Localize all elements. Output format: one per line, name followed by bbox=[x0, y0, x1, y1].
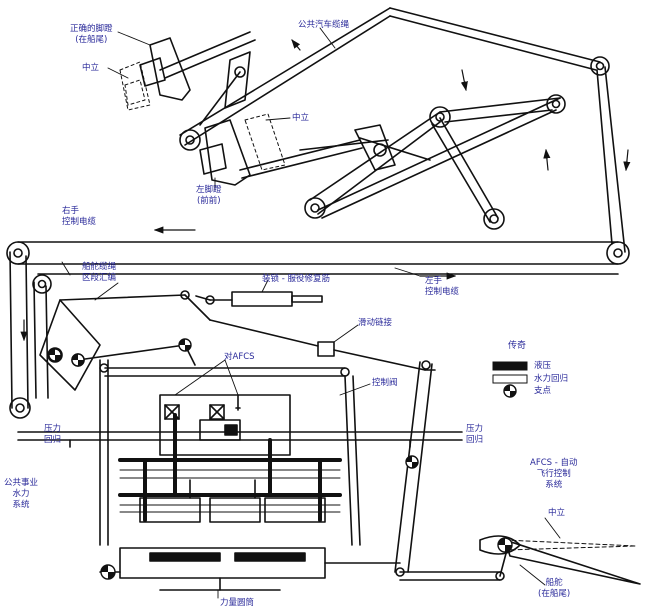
legend-hydraulic-pressure: 液压 bbox=[534, 361, 552, 371]
rudder-text: 船舵 bbox=[545, 578, 563, 588]
hydraulic-return-piping bbox=[119, 469, 341, 513]
public-hydraulic-subtext2: 系统 bbox=[12, 500, 30, 510]
right-pedal-ghost bbox=[119, 61, 151, 111]
legend-symbols bbox=[492, 361, 528, 398]
right-control-cable-text: 右手 bbox=[62, 206, 80, 216]
afcs-system-text: AFCS - 自动 bbox=[530, 458, 578, 468]
public-hydraulic-text: 公共事业 bbox=[4, 478, 39, 488]
rudder-subtext: (在船尾) bbox=[538, 589, 571, 599]
label-right-pedal-correct: 正确的脚蹬 (在船尾) bbox=[70, 24, 113, 46]
label-pressure-return-left: 压力 回归 bbox=[44, 424, 61, 446]
sector-text: 船舵缆绳 bbox=[82, 262, 117, 272]
legend-hydraulic-return: 水力回归 bbox=[534, 374, 569, 384]
power-cylinder bbox=[99, 547, 401, 591]
cable-direction-arrows bbox=[20, 39, 631, 342]
label-left-control-cable: 左手 控制电缆 bbox=[425, 276, 459, 298]
afcs-system-subtext2: 系统 bbox=[545, 480, 563, 490]
right-pedal-correct-subtext: (在船尾) bbox=[75, 35, 108, 45]
left-pedal-assembly bbox=[199, 119, 431, 186]
right-pedal-correct-text: 正确的脚蹬 bbox=[70, 24, 113, 34]
sliding-link bbox=[209, 319, 426, 371]
right-pedal-assembly bbox=[139, 31, 256, 126]
shared-cable-loop bbox=[9, 7, 626, 409]
left-pedal-ghost bbox=[244, 113, 286, 171]
label-power-cylinder: 力量圆筒 bbox=[220, 598, 255, 608]
label-control-valve: 控制阀 bbox=[372, 378, 398, 388]
servo-valves bbox=[139, 479, 326, 523]
label-neutral-mid: 中立 bbox=[292, 113, 310, 123]
rudder-neutral-ghost bbox=[504, 539, 637, 551]
label-sliding-link: 滑动链接 bbox=[358, 318, 393, 328]
return-left-text: 回归 bbox=[44, 435, 62, 445]
label-shared-cable: 公共汽车缆绳 bbox=[298, 20, 350, 30]
label-neutral-top-left: 中立 bbox=[82, 63, 100, 73]
main-linkage bbox=[99, 344, 509, 581]
left-control-cable-text: 左手 bbox=[425, 276, 443, 286]
label-afcs-top: 对AFCS bbox=[224, 352, 255, 362]
sector-subtext: 区段汇编 bbox=[82, 273, 117, 283]
label-sector: 船舵缆绳 区段汇编 bbox=[82, 262, 116, 284]
trim-actuator bbox=[195, 291, 323, 307]
return-right-text: 回归 bbox=[466, 435, 484, 445]
label-public-hydraulic: 公共事业 水力 系统 bbox=[4, 478, 38, 511]
public-hydraulic-subtext: 水力 bbox=[12, 489, 30, 499]
leader-lines bbox=[61, 27, 561, 599]
label-afcs-system: AFCS - 自动 飞行控制 系统 bbox=[530, 458, 578, 491]
label-trim-actuator: 装锁 - 服役修复筋 bbox=[262, 274, 330, 284]
pulleys bbox=[6, 56, 630, 419]
label-neutral-rudder: 中立 bbox=[548, 508, 566, 518]
left-pedal-subtext: (前前) bbox=[196, 196, 221, 206]
label-rudder: 船舵 (在船尾) bbox=[538, 578, 570, 600]
left-pedal-text: 左脚蹬 bbox=[196, 185, 222, 195]
right-control-cable-subtext: 控制电缆 bbox=[62, 217, 97, 227]
label-right-control-cable: 右手 控制电缆 bbox=[62, 206, 96, 228]
pivot-symbols bbox=[48, 338, 513, 580]
afcs-system-subtext: 飞行控制 bbox=[536, 469, 571, 479]
left-control-cable-subtext: 控制电缆 bbox=[425, 287, 460, 297]
label-left-pedal: 左脚蹬 (前前) bbox=[196, 185, 222, 207]
legend-title: 传奇 bbox=[508, 341, 527, 351]
legend-pivot: 支点 bbox=[534, 386, 552, 396]
label-pressure-return-right: 压力 回归 bbox=[466, 424, 483, 446]
pressure-right-text: 压力 bbox=[466, 424, 484, 434]
pressure-left-text: 压力 bbox=[44, 424, 62, 434]
